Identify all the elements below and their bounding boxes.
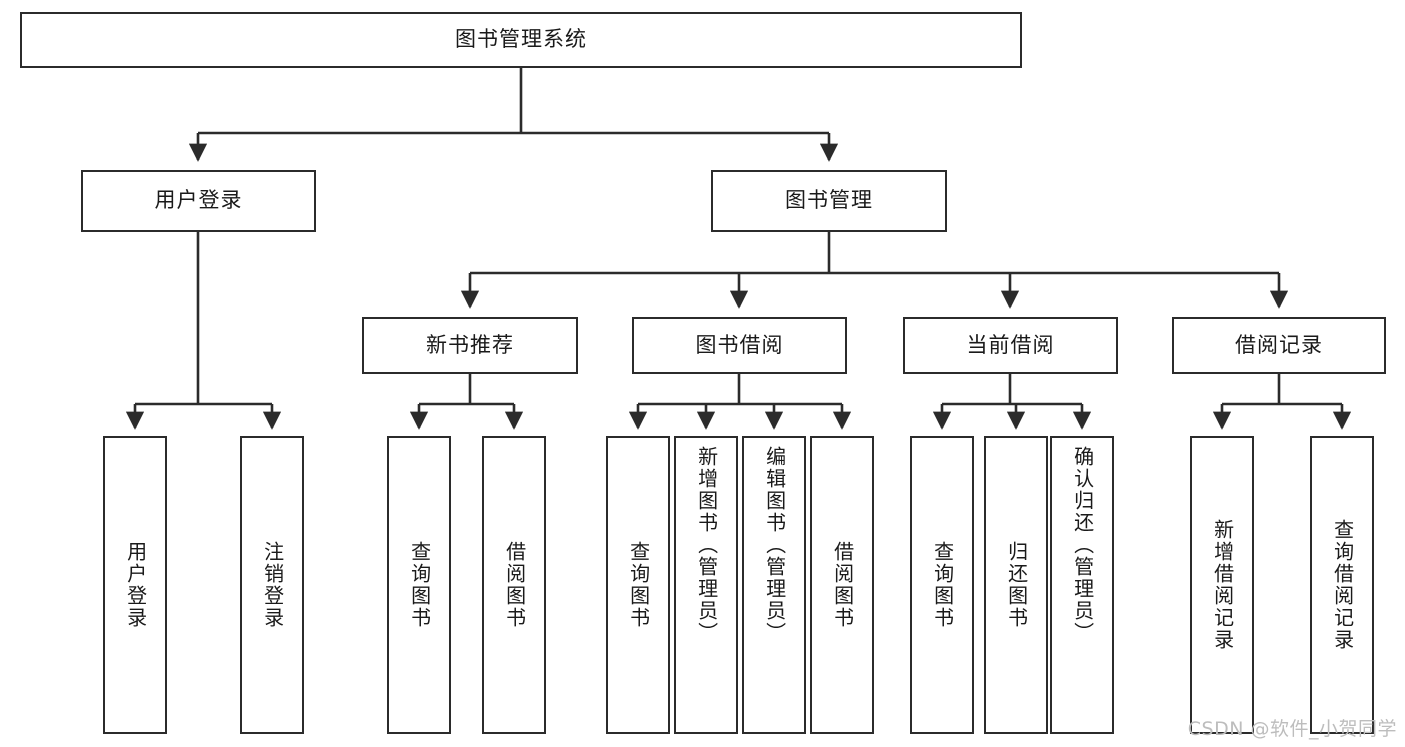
node-leaf-query-book-recommend[interactable]: 查询图书 xyxy=(387,436,451,734)
node-book-management-label: 图书管理 xyxy=(785,188,873,213)
node-leaf-query-book-recommend-label: 查询图书 xyxy=(407,541,432,629)
node-leaf-logout-login[interactable]: 注销登录 xyxy=(240,436,304,734)
node-borrow-record-label: 借阅记录 xyxy=(1235,332,1323,357)
node-new-book-recommend[interactable]: 新书推荐 xyxy=(362,317,578,374)
node-leaf-query-borrow-record-label: 查询借阅记录 xyxy=(1330,519,1355,651)
node-leaf-add-borrow-record-label: 新增借阅记录 xyxy=(1210,519,1235,651)
node-leaf-logout-login-label: 注销登录 xyxy=(260,541,285,629)
node-leaf-add-book-admin[interactable]: 新增图书（管理员） xyxy=(674,436,738,734)
watermark-text: CSDN @软件_小贺同学 xyxy=(1187,718,1397,740)
node-leaf-confirm-return-admin[interactable]: 确认归还（管理员） xyxy=(1050,436,1114,734)
node-leaf-return-book[interactable]: 归还图书 xyxy=(984,436,1048,734)
node-new-book-recommend-label: 新书推荐 xyxy=(426,332,514,357)
node-leaf-borrow-book-recommend[interactable]: 借阅图书 xyxy=(482,436,546,734)
node-book-borrow-label: 图书借阅 xyxy=(695,332,784,357)
node-book-management[interactable]: 图书管理 xyxy=(711,170,947,232)
node-current-borrow-label: 当前借阅 xyxy=(966,332,1055,357)
node-leaf-query-book-current-label: 查询图书 xyxy=(930,541,955,629)
node-leaf-query-book-borrow-label: 查询图书 xyxy=(626,541,651,629)
node-leaf-edit-book-admin[interactable]: 编辑图书（管理员） xyxy=(742,436,806,734)
node-leaf-borrow-book-label: 借阅图书 xyxy=(830,541,855,629)
node-leaf-return-book-label: 归还图书 xyxy=(1004,541,1029,629)
node-leaf-borrow-book-recommend-label: 借阅图书 xyxy=(502,541,527,629)
node-leaf-add-borrow-record[interactable]: 新增借阅记录 xyxy=(1190,436,1254,734)
node-leaf-user-login-label: 用户登录 xyxy=(123,541,148,629)
node-root-label: 图书管理系统 xyxy=(455,27,587,52)
node-leaf-user-login[interactable]: 用户登录 xyxy=(103,436,167,734)
node-current-borrow[interactable]: 当前借阅 xyxy=(903,317,1118,374)
node-borrow-record[interactable]: 借阅记录 xyxy=(1172,317,1386,374)
node-leaf-confirm-return-admin-label: 确认归还（管理员） xyxy=(1070,446,1095,644)
node-user-login-label: 用户登录 xyxy=(154,188,243,213)
node-leaf-query-book-borrow[interactable]: 查询图书 xyxy=(606,436,670,734)
node-leaf-edit-book-admin-label: 编辑图书（管理员） xyxy=(762,446,787,644)
node-leaf-borrow-book[interactable]: 借阅图书 xyxy=(810,436,874,734)
node-user-login[interactable]: 用户登录 xyxy=(81,170,316,232)
node-leaf-query-borrow-record[interactable]: 查询借阅记录 xyxy=(1310,436,1374,734)
node-book-borrow[interactable]: 图书借阅 xyxy=(632,317,847,374)
node-root[interactable]: 图书管理系统 xyxy=(20,12,1022,68)
node-leaf-add-book-admin-label: 新增图书（管理员） xyxy=(694,446,719,644)
node-leaf-query-book-current[interactable]: 查询图书 xyxy=(910,436,974,734)
